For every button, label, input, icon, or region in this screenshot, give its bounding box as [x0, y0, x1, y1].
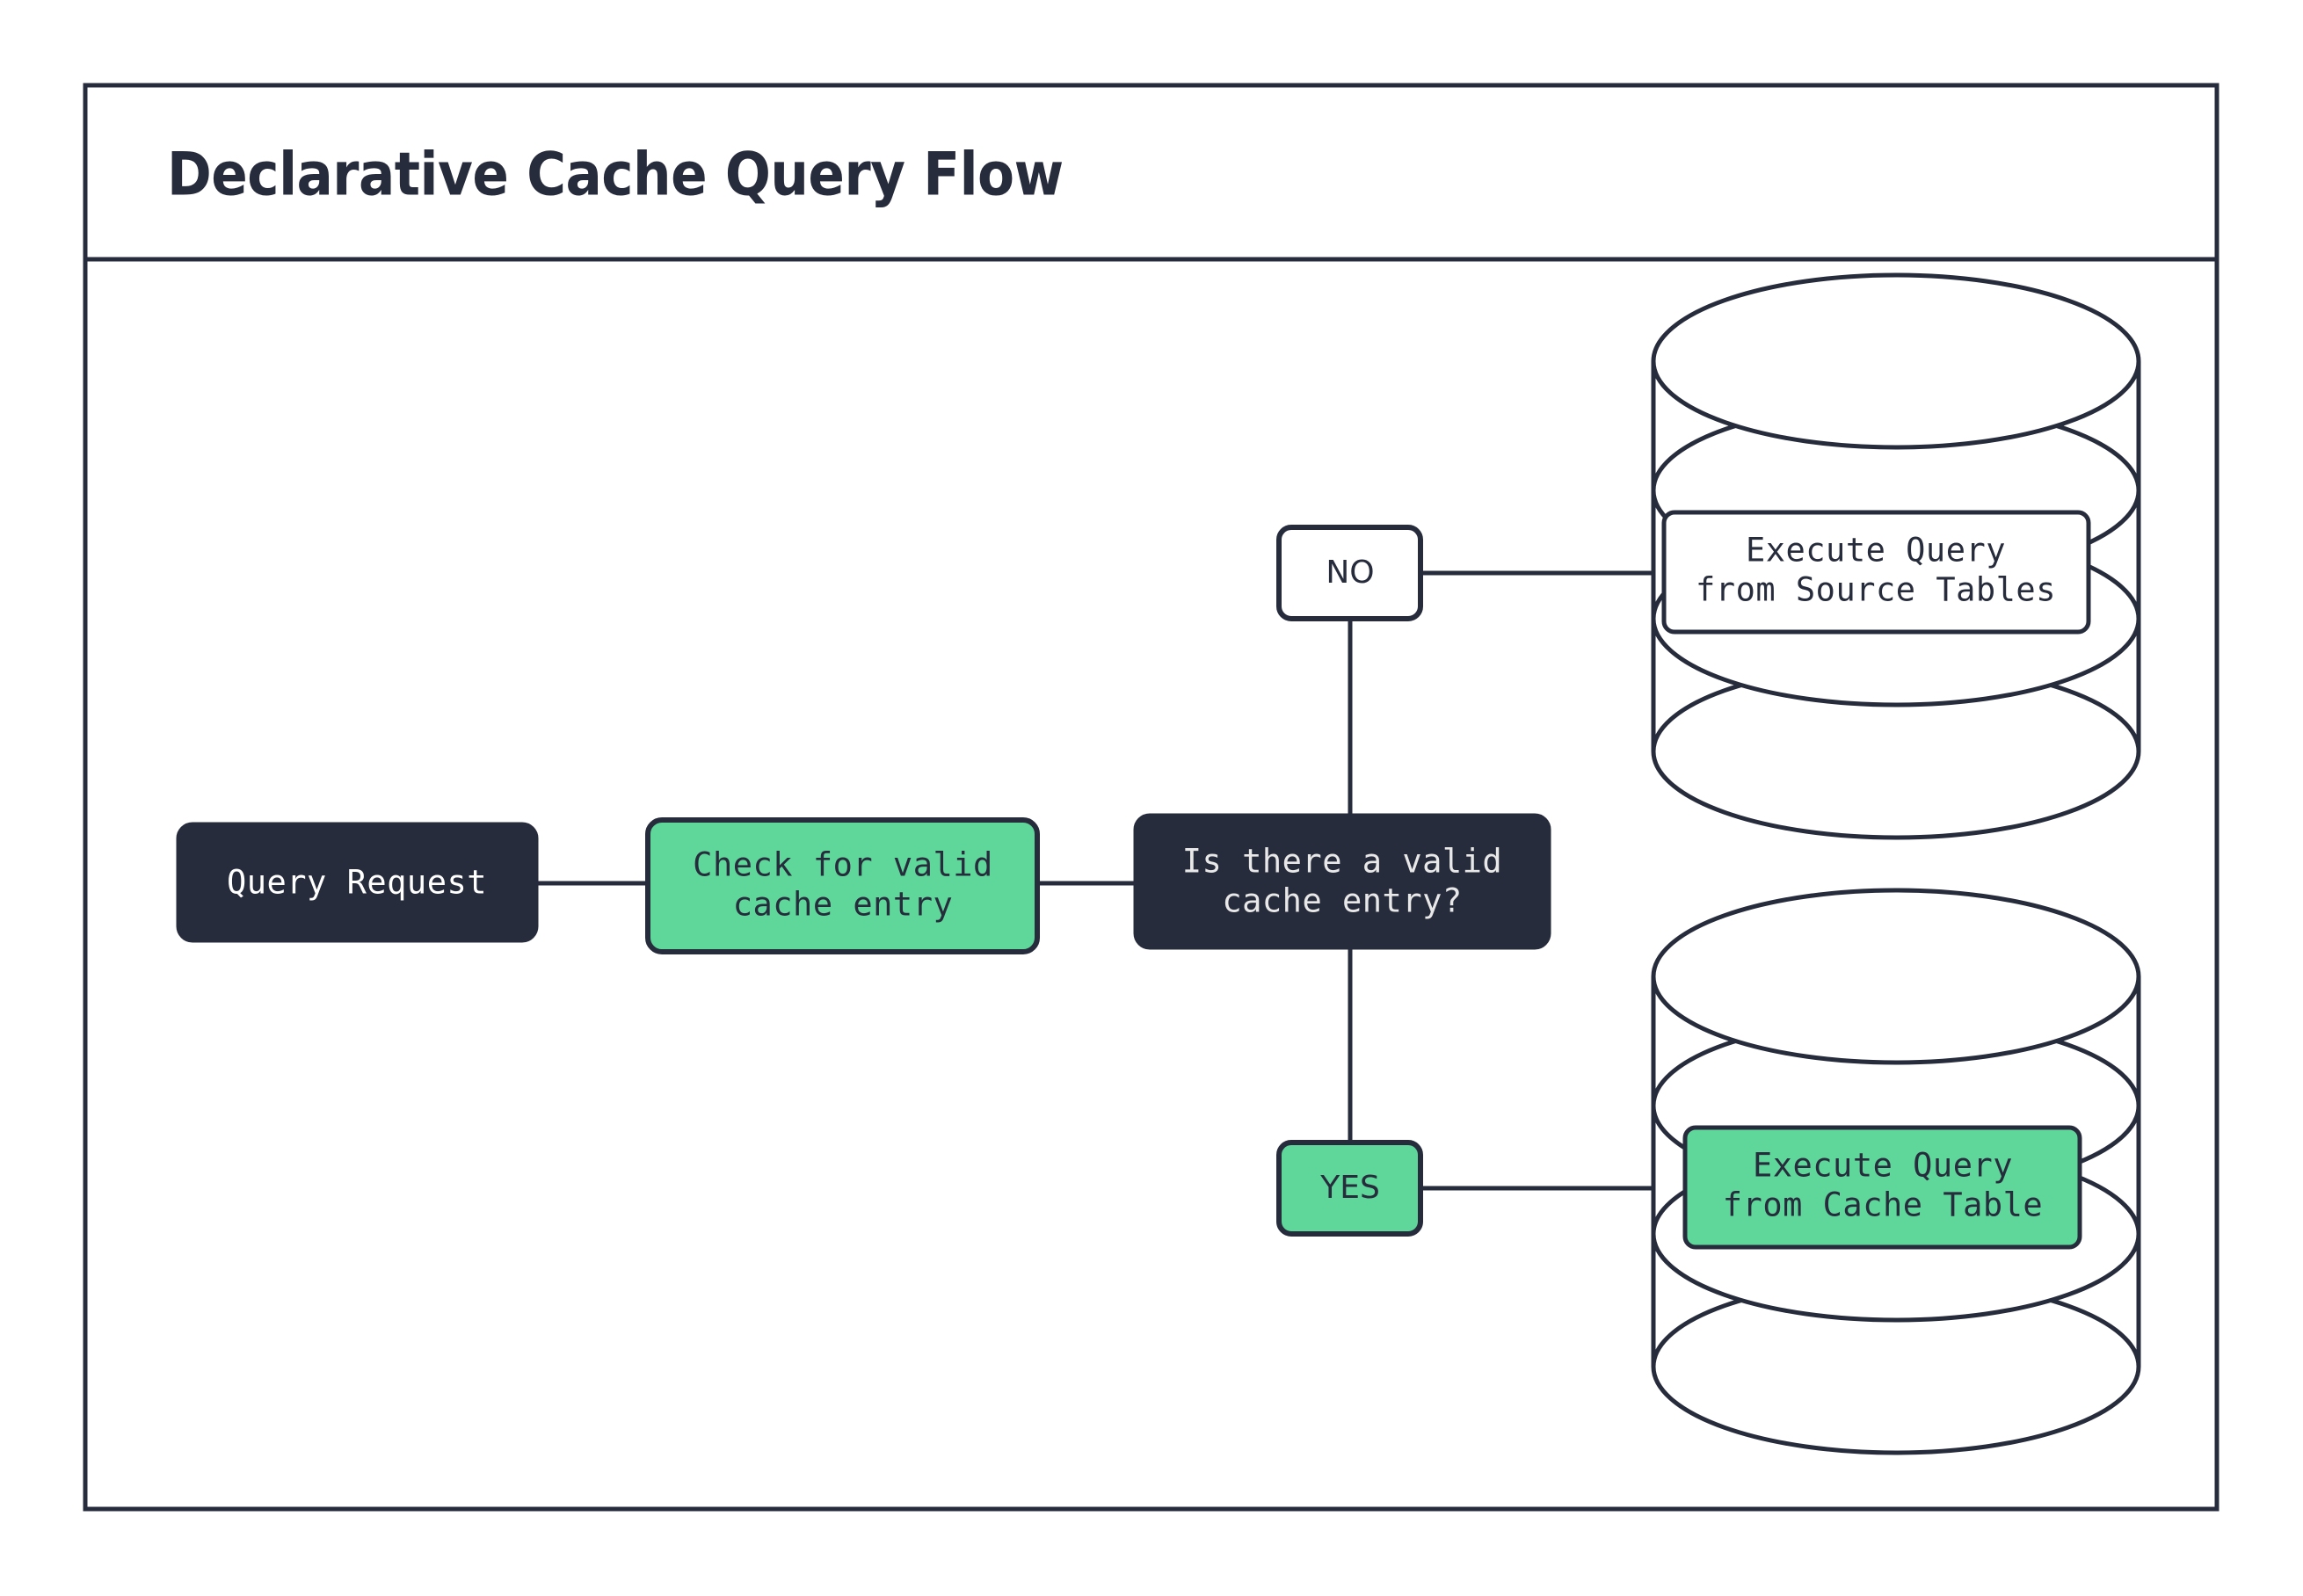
- source-db-label-line1: Execute Query: [1746, 532, 2006, 569]
- decision-label-line1: Is there a valid: [1182, 843, 1502, 881]
- node-query-request[interactable]: Query Request: [176, 822, 539, 943]
- cache-db-disk-1-top: [1651, 888, 2141, 1065]
- page-title: Declarative Cache Query Flow: [167, 141, 1064, 210]
- query-request-label: Query Request: [227, 864, 487, 902]
- check-cache-label-line1: Check for valid: [693, 846, 993, 884]
- source-db-disk-1-top: [1651, 272, 2141, 450]
- branch-no-box: [1276, 525, 1423, 621]
- cache-db-label-plate: [1682, 1125, 2082, 1250]
- branch-yes[interactable]: YES: [1276, 1140, 1423, 1237]
- branch-no[interactable]: NO: [1276, 525, 1423, 621]
- branch-yes-label: YES: [1319, 1170, 1380, 1206]
- source-tables-db[interactable]: Execute Query from Source Tables: [1651, 272, 2141, 840]
- decision-label-line2: cache entry?: [1222, 882, 1462, 920]
- node-decision-valid-cache[interactable]: Is there a valid cache entry?: [1133, 813, 1551, 950]
- edges-layer: [536, 570, 1664, 1191]
- cache-db-label-line1: Execute Query: [1753, 1147, 2013, 1185]
- cache-table-db[interactable]: Execute Query from Cache Table: [1651, 888, 2141, 1455]
- branch-yes-box: [1276, 1140, 1423, 1237]
- node-check-cache[interactable]: Check for valid cache entry: [645, 817, 1040, 954]
- source-db-label-line2: from Source Tables: [1696, 571, 2056, 609]
- source-db-label-plate: [1661, 510, 2091, 635]
- check-cache-label-line2: cache entry: [733, 886, 954, 924]
- query-request-box: [176, 822, 539, 943]
- branch-no-label: NO: [1326, 555, 1374, 591]
- cache-db-label-line2: from Cache Table: [1723, 1186, 2043, 1224]
- decision-valid-cache-box: [1133, 813, 1551, 950]
- check-cache-box: [645, 817, 1040, 954]
